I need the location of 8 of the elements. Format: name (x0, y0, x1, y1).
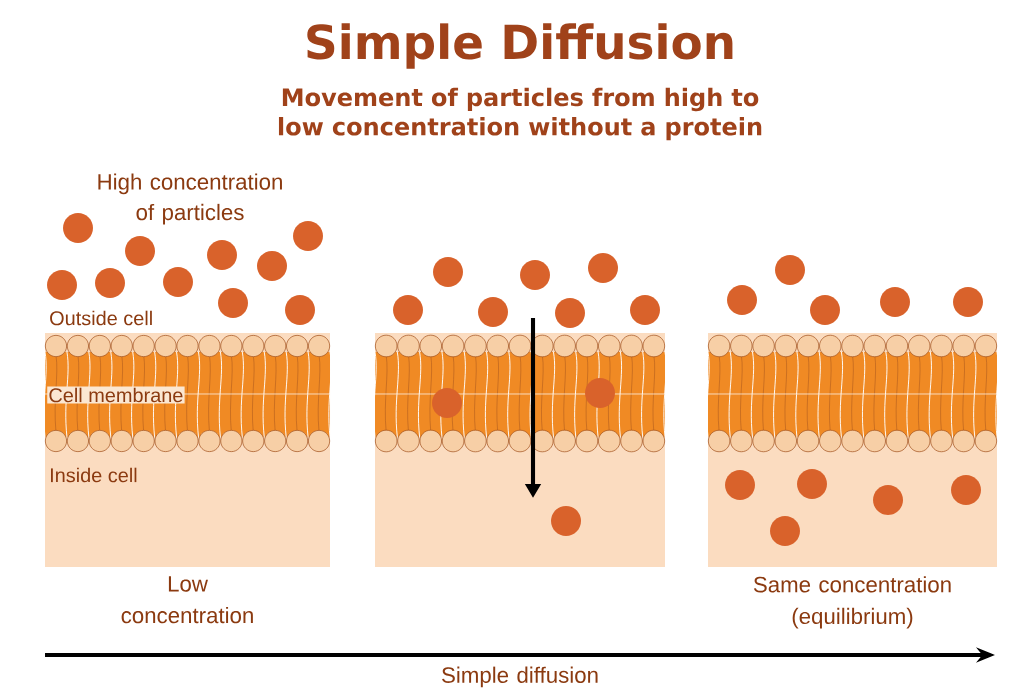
arrow-label: Simple diffusion (442, 666, 598, 688)
region-label: High concentration of particles (98, 173, 282, 225)
region-label: Inside cell (51, 467, 137, 483)
region-label: Outside cell (50, 310, 152, 326)
subtitle: Movement of particles from high to low concentration without a protein (278, 87, 762, 141)
title: Simple Diffusion (307, 23, 733, 69)
panel-caption: Low concentration (121, 576, 253, 624)
panel-caption: Same concentration (equilibrium) (753, 576, 951, 629)
